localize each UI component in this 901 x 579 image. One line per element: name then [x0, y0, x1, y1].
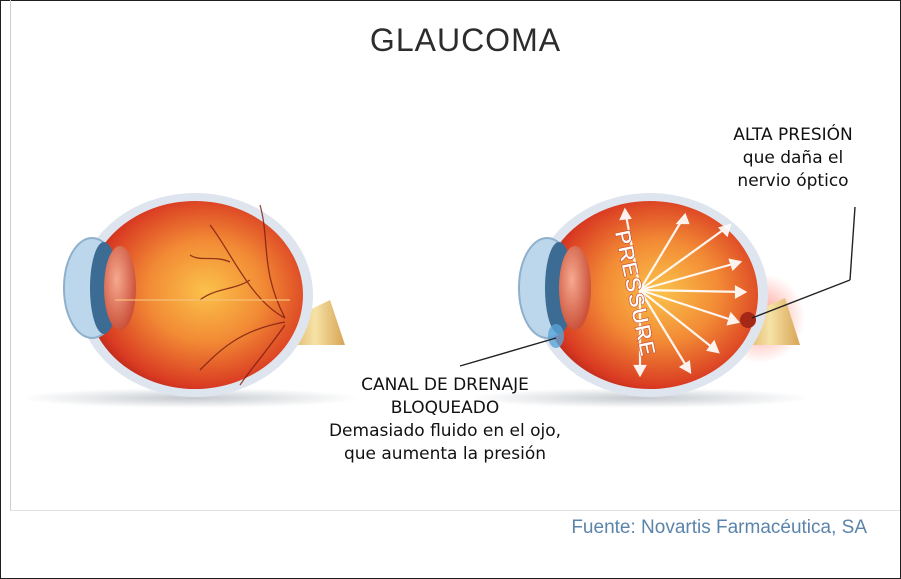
- canal-line-2: BLOQUEADO: [300, 397, 590, 420]
- canal-line-1: CANAL DE DRENAJE: [300, 374, 590, 397]
- callout-line-1: ALTA PRESIÓN: [698, 124, 888, 147]
- blocked-canal-callout: CANAL DE DRENAJE BLOQUEADO Demasiado flu…: [300, 374, 590, 466]
- callout-line-canal: [460, 338, 556, 366]
- callout-line-3: nervio óptico: [698, 170, 888, 193]
- high-pressure-callout: ALTA PRESIÓN que daña el nervio óptico: [698, 124, 888, 193]
- canal-line-3: Demasiado fluido en el ojo,: [300, 420, 590, 443]
- callout-line-2: que daña el: [698, 147, 888, 170]
- canal-line-4: que aumenta la presión: [300, 443, 590, 466]
- source-credit: Fuente: Novartis Farmacéutica, SA: [571, 517, 867, 539]
- callout-line-pressure: [850, 207, 855, 280]
